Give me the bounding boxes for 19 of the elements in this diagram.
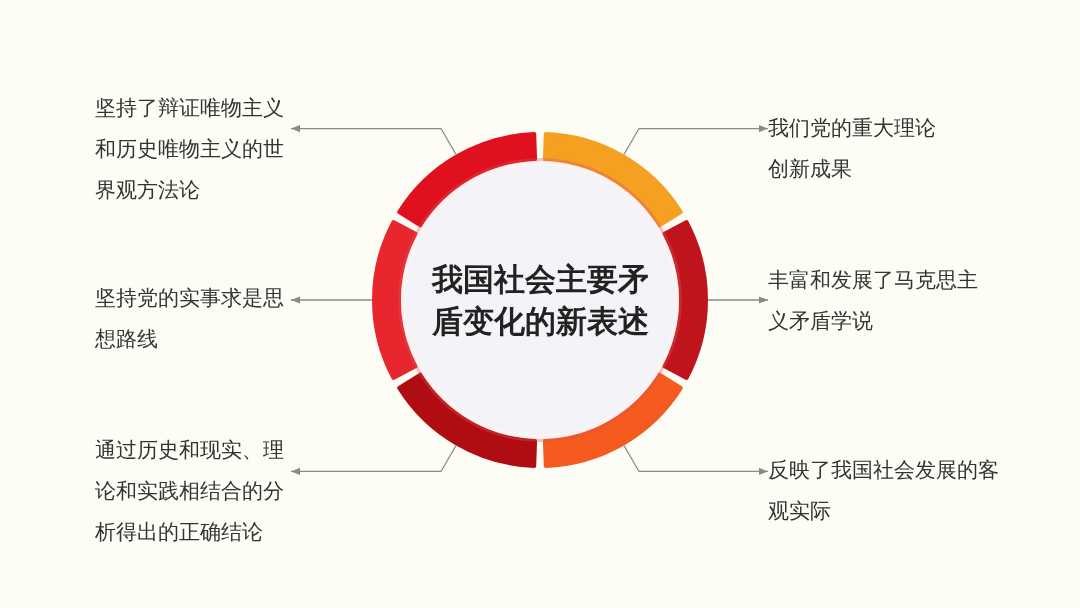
ring-segment [542,132,683,228]
center-title: 我国社会主要矛盾变化的新表述 [430,260,650,341]
callout-text: 我们党的重大理论创新成果 [768,108,953,190]
callout-text: 坚持了辩证唯物主义和历史唯物主义的世界观方法论 [95,88,291,211]
callout-text: 通过历史和现实、理论和实践相结合的分析得出的正确结论 [95,430,291,553]
arrow [290,444,457,476]
callout-text: 丰富和发展了马克思主义矛盾学说 [768,260,980,342]
callout-text: 反映了我国社会发展的客观实际 [768,450,1008,532]
arrow [623,124,769,156]
arrow [707,296,769,304]
ring-segment [397,132,538,228]
arrow [290,124,457,156]
arrow [290,296,373,304]
ring-segment [397,372,538,468]
ring-segment [542,372,683,468]
arrow [623,444,769,476]
callout-text: 坚持党的实事求是思想路线 [95,278,291,360]
ring-segment [372,220,418,380]
ring-segment [662,220,708,380]
